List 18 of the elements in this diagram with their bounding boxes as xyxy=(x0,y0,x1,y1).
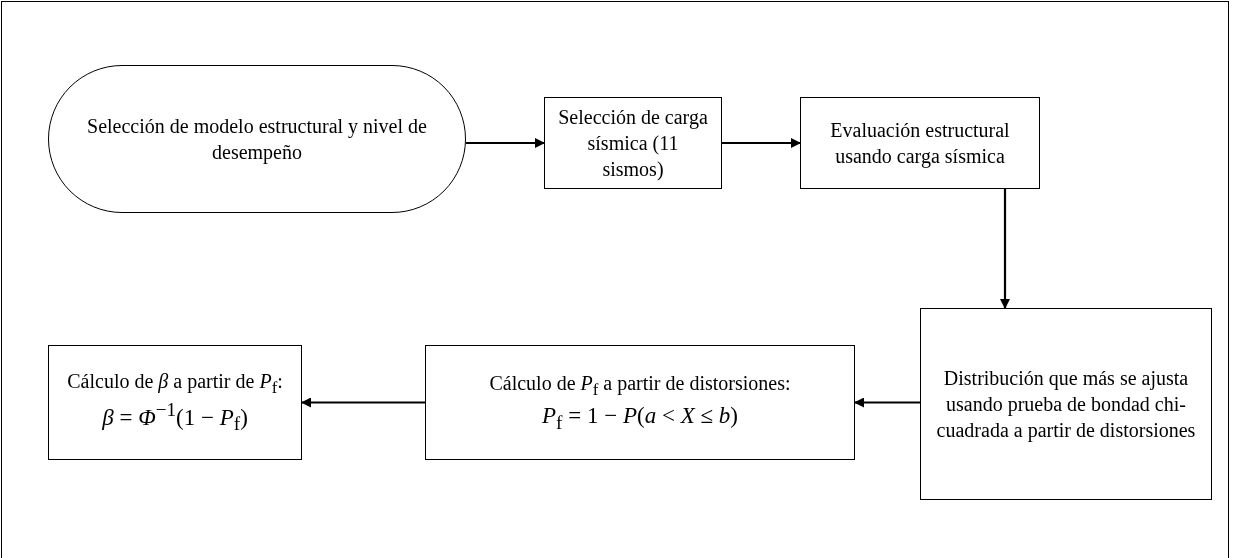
box-text: Cálculo de P$_{f}$ a partir de distorsiones: xyxy=(489,370,791,401)
arrow xyxy=(722,138,801,148)
process-box xyxy=(920,308,1212,500)
box-text: Selección de modelo estructural y nivel de desempeño xyxy=(86,114,428,165)
box-text: Selección de carga sísmica (11 sismos) xyxy=(557,105,709,182)
arrow xyxy=(301,397,425,408)
arrow xyxy=(854,397,920,408)
process-box xyxy=(425,345,855,460)
box-text: Distribución que más se ajusta usando prueba de bondad chi-cuadrada a partir de distorsiones xyxy=(935,366,1197,443)
box-text: Evaluación estructural usando carga sísmica xyxy=(829,118,1011,169)
formula: β = Φ$^{−1}$(1 − P$_{f}$) xyxy=(102,398,248,437)
formula: P$_{f}$ = 1 − P(a < X ≤ b) xyxy=(542,401,738,435)
process-box xyxy=(800,97,1040,189)
arrow xyxy=(1000,189,1010,309)
arrow xyxy=(466,138,545,148)
process-box xyxy=(48,345,302,460)
box-text: Cálculo de β a partir de P$_{f}$: xyxy=(67,368,283,399)
process-box xyxy=(544,97,722,189)
